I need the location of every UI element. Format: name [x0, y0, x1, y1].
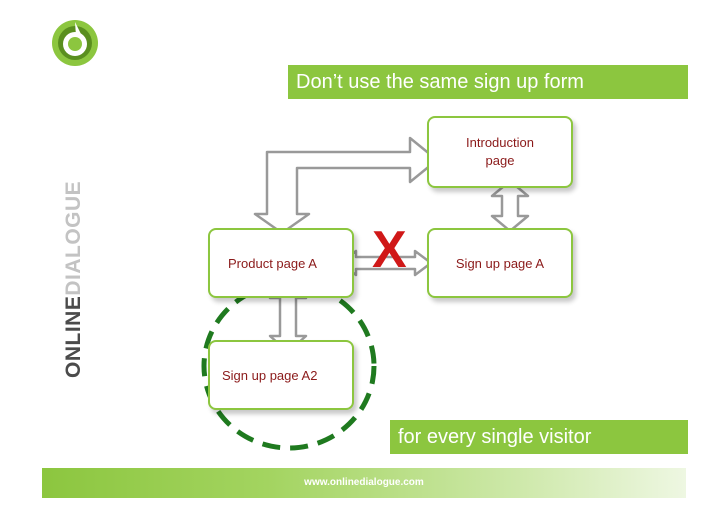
- elbow-arrow-product-to-introduction: [253, 136, 439, 235]
- node-sign-up-page-a: Sign up page A: [427, 228, 573, 298]
- node-sign-up-page-a-label: Sign up page A: [455, 255, 545, 271]
- node-sign-up-page-a2-label: Sign up page A2: [222, 367, 318, 383]
- double-arrow-introduction-signup: [490, 179, 530, 233]
- node-product-page-a: Product page A: [208, 228, 354, 298]
- node-introduction-page: Introduction page: [427, 116, 573, 188]
- footer-url: www.onlinedialogue.com: [304, 477, 424, 488]
- subtitle-banner: for every single visitor: [390, 420, 688, 454]
- footer-bar: www.onlinedialogue.com: [42, 468, 686, 498]
- node-sign-up-page-a2: Sign up page A2: [208, 340, 354, 410]
- title-banner: Don’t use the same sign up form: [288, 65, 688, 99]
- node-introduction-label: Introduction page: [466, 135, 534, 168]
- node-product-page-a-label: Product page A: [228, 255, 317, 271]
- red-cross-mark: X: [372, 221, 407, 279]
- online-dialogue-logo-icon: [50, 18, 100, 73]
